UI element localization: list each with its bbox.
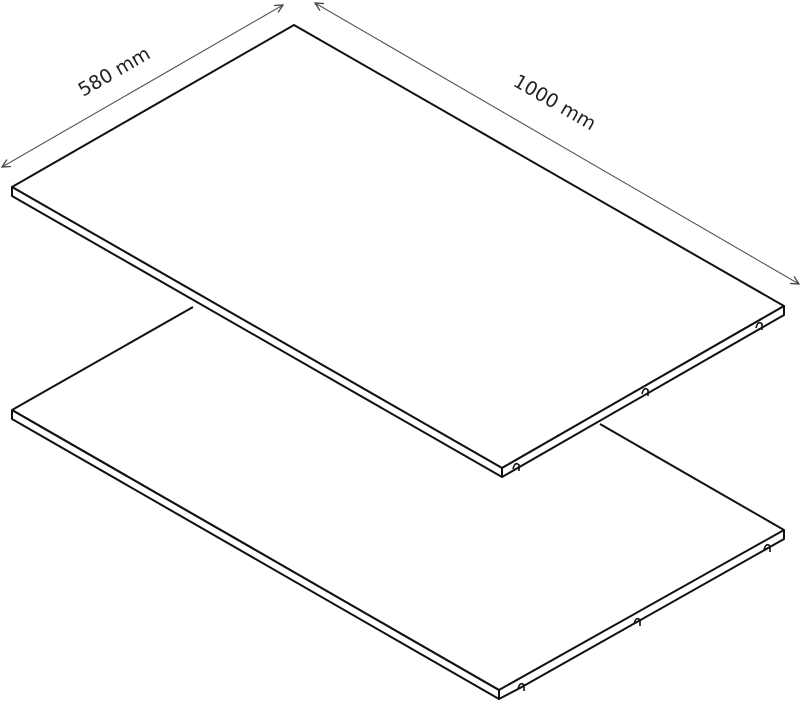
top-panel: [11, 24, 785, 478]
bottom-panel-left-end: [11, 409, 500, 700]
width-label: 1000 mm: [510, 70, 600, 135]
top-panel-notch: [641, 387, 649, 396]
depth-label: 580 mm: [75, 43, 155, 102]
depth-dimension-line: [2, 5, 283, 167]
bottom-panel-front-face: [498, 529, 785, 700]
top-panel-notch: [755, 321, 763, 330]
bottom-panel-top-right-edge: [599, 423, 785, 531]
bottom-panel-notch: [517, 682, 525, 691]
top-panel-top-face: [11, 24, 785, 469]
bottom-panel-top-left-edge: [11, 306, 194, 411]
bottom-panel-notch: [763, 543, 771, 552]
top-panel-notch: [512, 462, 520, 471]
bottom-panel-notch: [633, 617, 641, 626]
width-dimension-line: [315, 3, 799, 284]
bottom-panel: [11, 306, 785, 700]
